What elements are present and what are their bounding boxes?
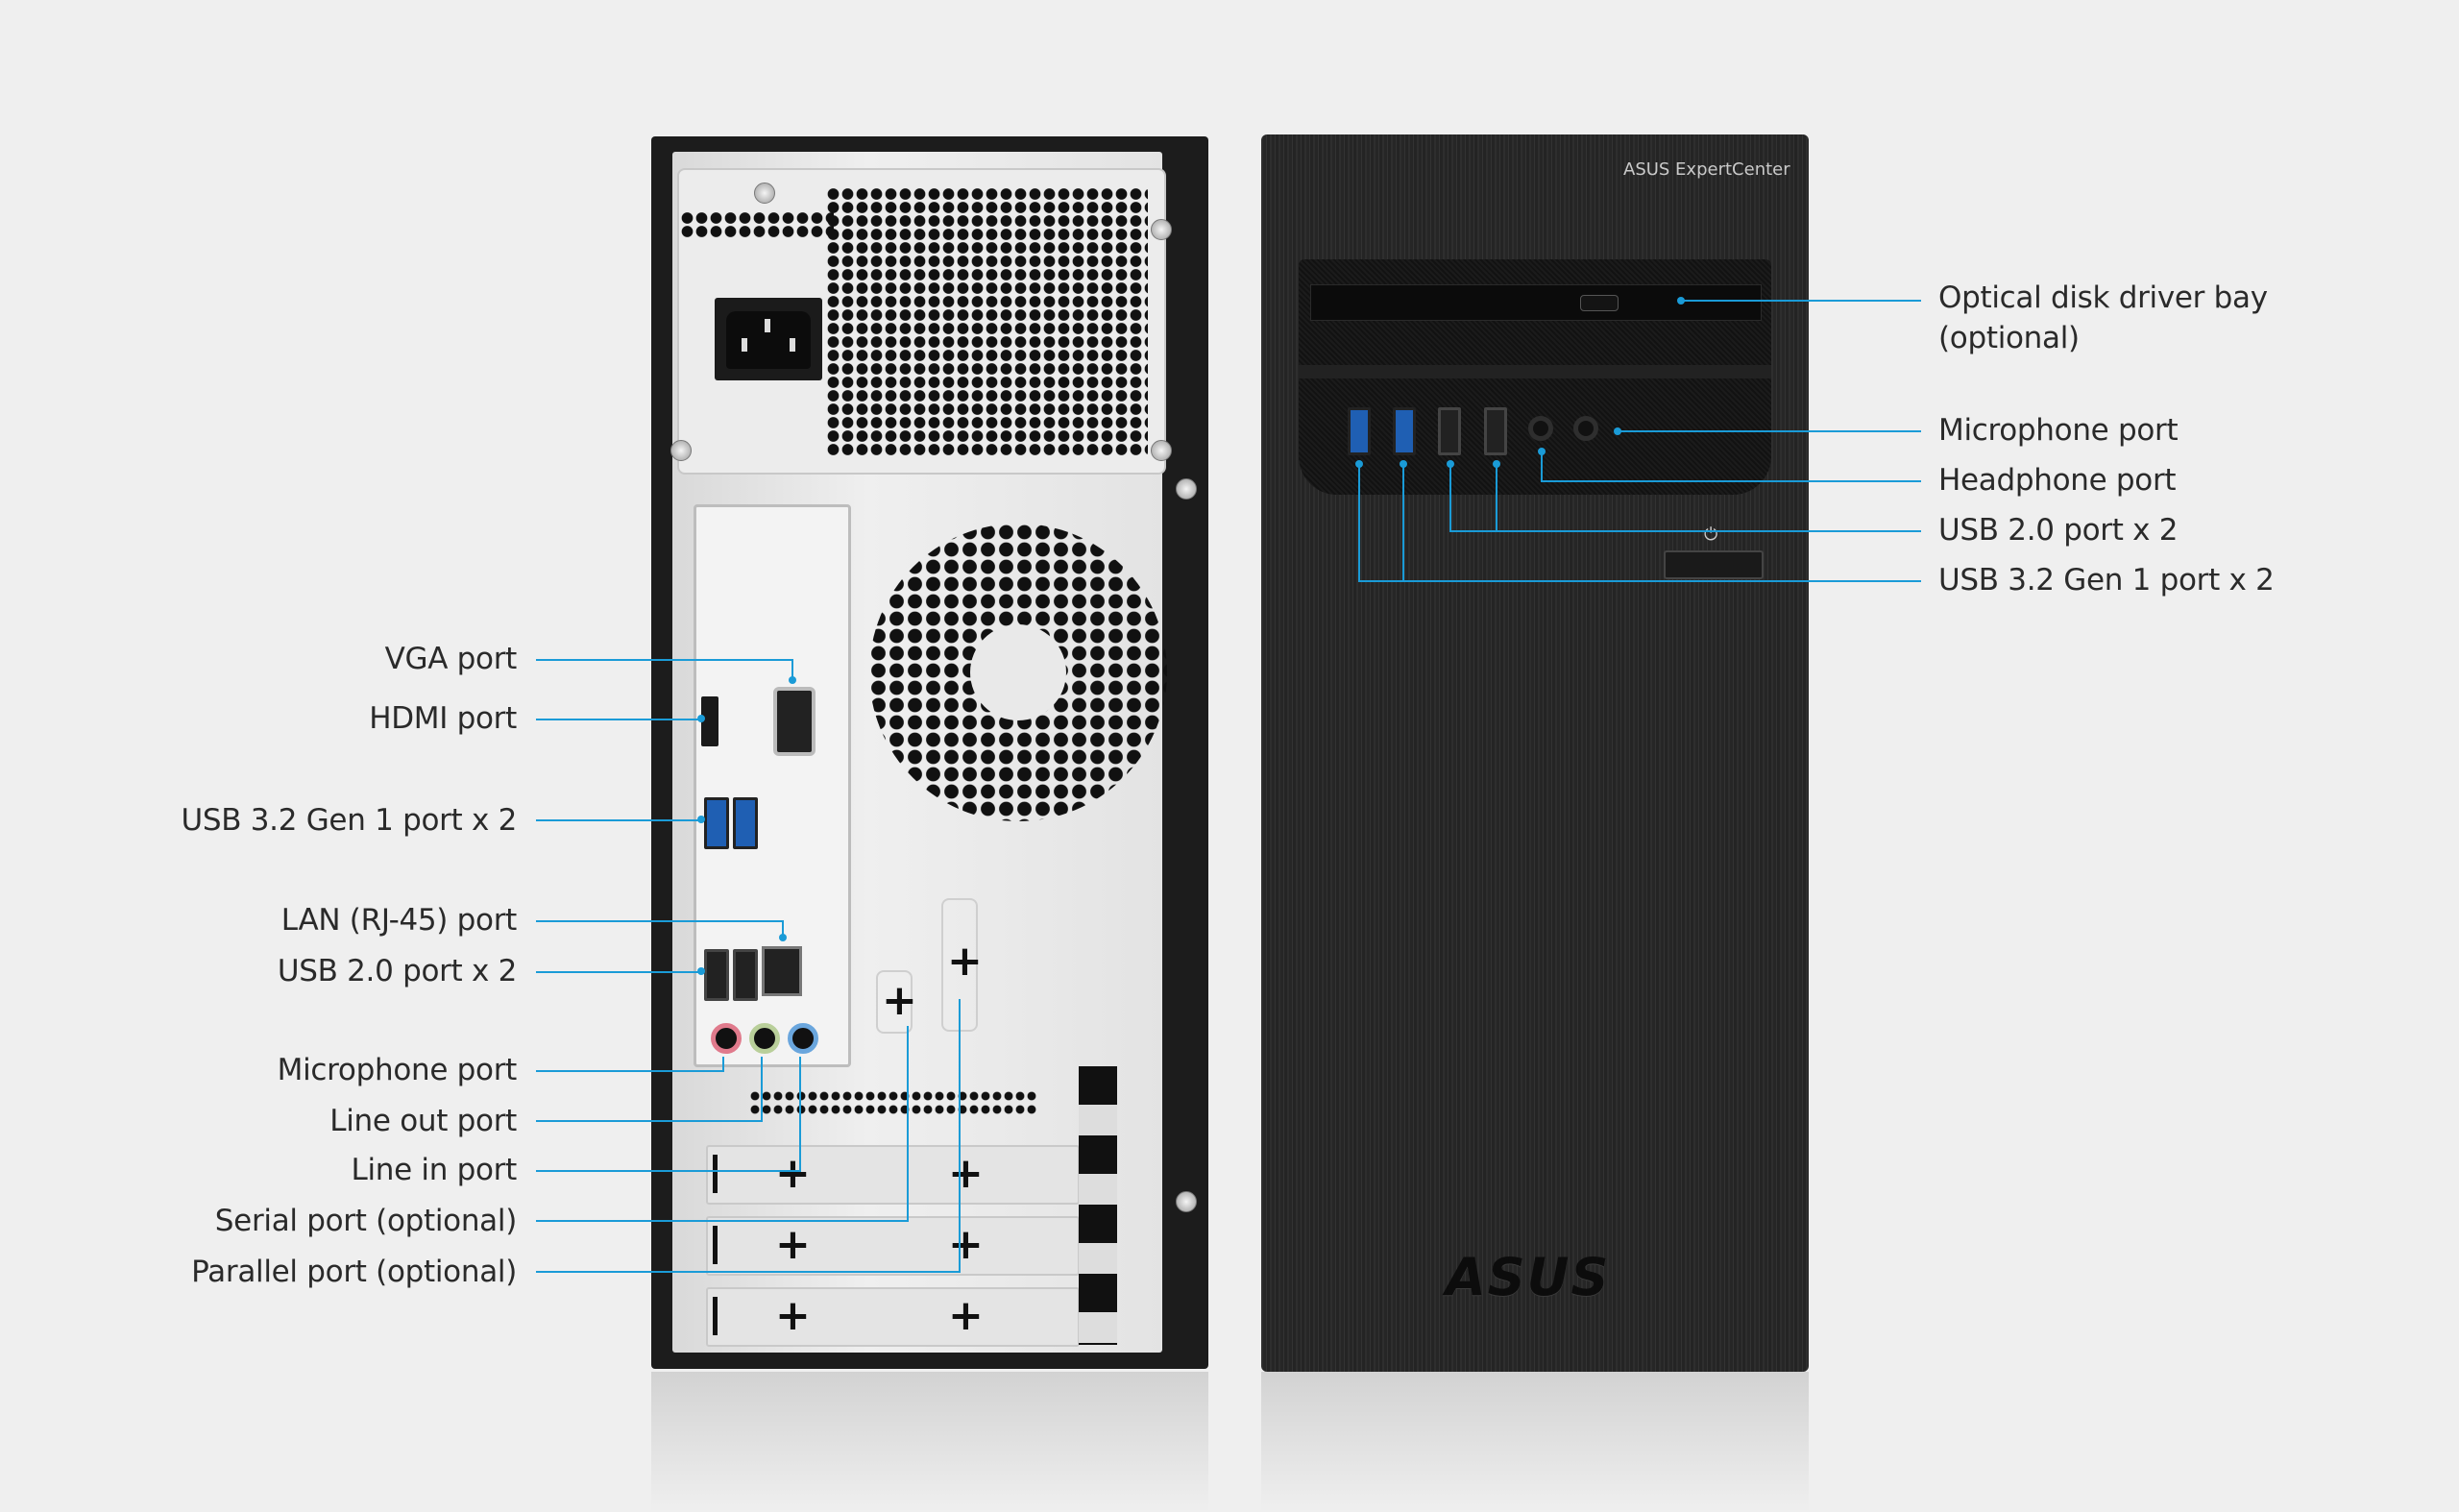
callout-line — [907, 1026, 909, 1222]
vent-holes — [749, 1089, 1037, 1116]
callout-line — [1358, 463, 1360, 582]
callout-line — [782, 920, 784, 938]
screw-icon — [1151, 440, 1172, 461]
callout-line — [1541, 451, 1543, 482]
label-optical-line2: (optional) — [1938, 321, 2080, 355]
screw-icon — [754, 183, 775, 204]
psu-vent — [826, 187, 1148, 456]
callout-line — [1402, 463, 1404, 582]
front-usb3-port — [1348, 407, 1371, 455]
callout-line — [761, 1057, 763, 1122]
callout-line — [536, 819, 701, 821]
label-lan: LAN (RJ-45) port — [280, 903, 518, 938]
linein-jack — [788, 1023, 818, 1054]
callout-dot — [697, 715, 705, 722]
serial-knockout: + — [876, 970, 917, 1034]
expansion-slot: ++ — [706, 1145, 1080, 1205]
power-button[interactable] — [1664, 550, 1764, 579]
callout-line — [1449, 530, 1921, 532]
front-usb2-port — [1438, 407, 1461, 455]
fan-hub — [970, 624, 1066, 720]
callout-line — [1358, 580, 1921, 582]
expansion-slot: ++ — [706, 1287, 1080, 1347]
label-front-mic: Microphone port — [1938, 413, 2179, 448]
callout-line — [1449, 463, 1451, 532]
optical-drive — [1310, 284, 1762, 321]
callout-line — [536, 719, 701, 720]
front-usb2-port — [1484, 407, 1507, 455]
front-headphone-jack — [1528, 416, 1553, 441]
callout-line — [536, 1070, 724, 1072]
lan-port — [762, 946, 802, 996]
callout-line — [959, 999, 961, 1273]
callout-dot — [697, 967, 705, 975]
rear-mic-jack — [711, 1023, 742, 1054]
callout-line — [536, 971, 701, 973]
callout-line — [536, 1170, 801, 1172]
callout-line — [536, 920, 784, 922]
callout-line — [1681, 300, 1921, 302]
callout-line — [536, 1220, 909, 1222]
callout-line — [1618, 430, 1921, 432]
callout-line — [536, 659, 793, 661]
callout-dot — [779, 934, 787, 941]
rear-usb3-port — [704, 797, 729, 849]
label-front-usb2: USB 2.0 port x 2 — [1938, 513, 2179, 548]
callout-dot — [789, 676, 796, 684]
power-inlet-socket — [726, 311, 811, 369]
label-optical-line1: Optical disk driver bay — [1938, 280, 2268, 315]
label-vga: VGA port — [384, 642, 518, 676]
label-headphone: Headphone port — [1938, 463, 2177, 498]
eject-button — [1580, 295, 1619, 311]
front-reflection — [1261, 1372, 1809, 1512]
screw-icon — [670, 440, 692, 461]
label-hdmi: HDMI port — [369, 701, 517, 736]
screw-icon — [1151, 219, 1172, 240]
label-front-usb3: USB 3.2 Gen 1 port x 2 — [1938, 563, 2275, 597]
label-serial: Serial port (optional) — [214, 1204, 518, 1238]
callout-line — [791, 659, 793, 680]
callout-line — [1541, 480, 1921, 482]
label-linein: Line in port — [351, 1153, 517, 1187]
vga-port — [773, 687, 816, 756]
callout-line — [1496, 463, 1497, 532]
callout-line — [536, 1271, 961, 1273]
screw-icon — [1176, 478, 1197, 500]
callout-line — [536, 1120, 763, 1122]
front-usb3-port — [1393, 407, 1416, 455]
bay-divider — [1299, 365, 1771, 378]
front-mic-jack — [1573, 416, 1598, 441]
callout-dot — [697, 816, 705, 823]
rear-reflection — [651, 1372, 1208, 1512]
brand-label: ASUS ExpertCenter — [1623, 159, 1790, 180]
psu-vent-strip — [680, 211, 834, 238]
asus-logo: ASUS — [1446, 1247, 1611, 1307]
label-lineout: Line out port — [329, 1104, 517, 1138]
rear-usb2-port — [733, 949, 758, 1001]
screw-icon — [1176, 1191, 1197, 1212]
label-rear-usb3: USB 3.2 Gen 1 port x 2 — [181, 803, 517, 838]
label-rear-usb2: USB 2.0 port x 2 — [277, 954, 517, 988]
rear-usb2-port — [704, 949, 729, 1001]
power-icon: ⏻ — [1704, 524, 1718, 545]
slot-cutouts — [1079, 1066, 1117, 1345]
hdmi-port — [701, 696, 718, 746]
label-parallel: Parallel port (optional) — [191, 1255, 517, 1289]
rear-usb3-port — [733, 797, 758, 849]
lineout-jack — [749, 1023, 780, 1054]
expansion-slot: ++ — [706, 1216, 1080, 1276]
callout-line — [799, 1057, 801, 1172]
callout-line — [722, 1057, 724, 1072]
label-rear-mic: Microphone port — [277, 1053, 518, 1087]
